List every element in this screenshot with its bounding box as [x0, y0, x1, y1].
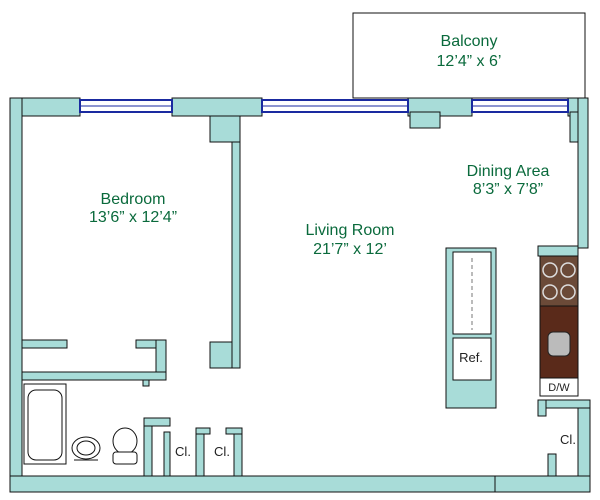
bedroom-dimensions: 13’6” x 12’4”	[89, 209, 177, 226]
bedroom-name: Bedroom	[101, 191, 166, 208]
balcony-dimensions: 12’4” x 6’	[437, 53, 502, 70]
living-room-name: Living Room	[306, 222, 395, 239]
balcony-name: Balcony	[441, 33, 498, 50]
refrigerator-label: Ref.	[459, 350, 483, 365]
sink	[547, 331, 571, 357]
kitchen-counter	[539, 305, 579, 379]
refrigerator	[452, 337, 492, 381]
dishwasher	[539, 377, 579, 397]
closet-label-3: Cl.	[560, 432, 576, 447]
bathroom-sink	[71, 436, 101, 461]
stove	[539, 255, 579, 307]
dishwasher-label: D/W	[548, 382, 570, 394]
toilet	[112, 427, 138, 465]
exterior-walls	[9, 97, 591, 493]
dining-area-dimensions: 8’3” x 7’8”	[473, 181, 543, 198]
dining-area-name: Dining Area	[467, 163, 550, 180]
closet-label-2: Cl.	[214, 444, 230, 459]
living-room-dimensions: 21’7” x 12’	[313, 241, 387, 258]
bathtub	[23, 383, 67, 465]
closet-label-1: Cl.	[175, 444, 191, 459]
